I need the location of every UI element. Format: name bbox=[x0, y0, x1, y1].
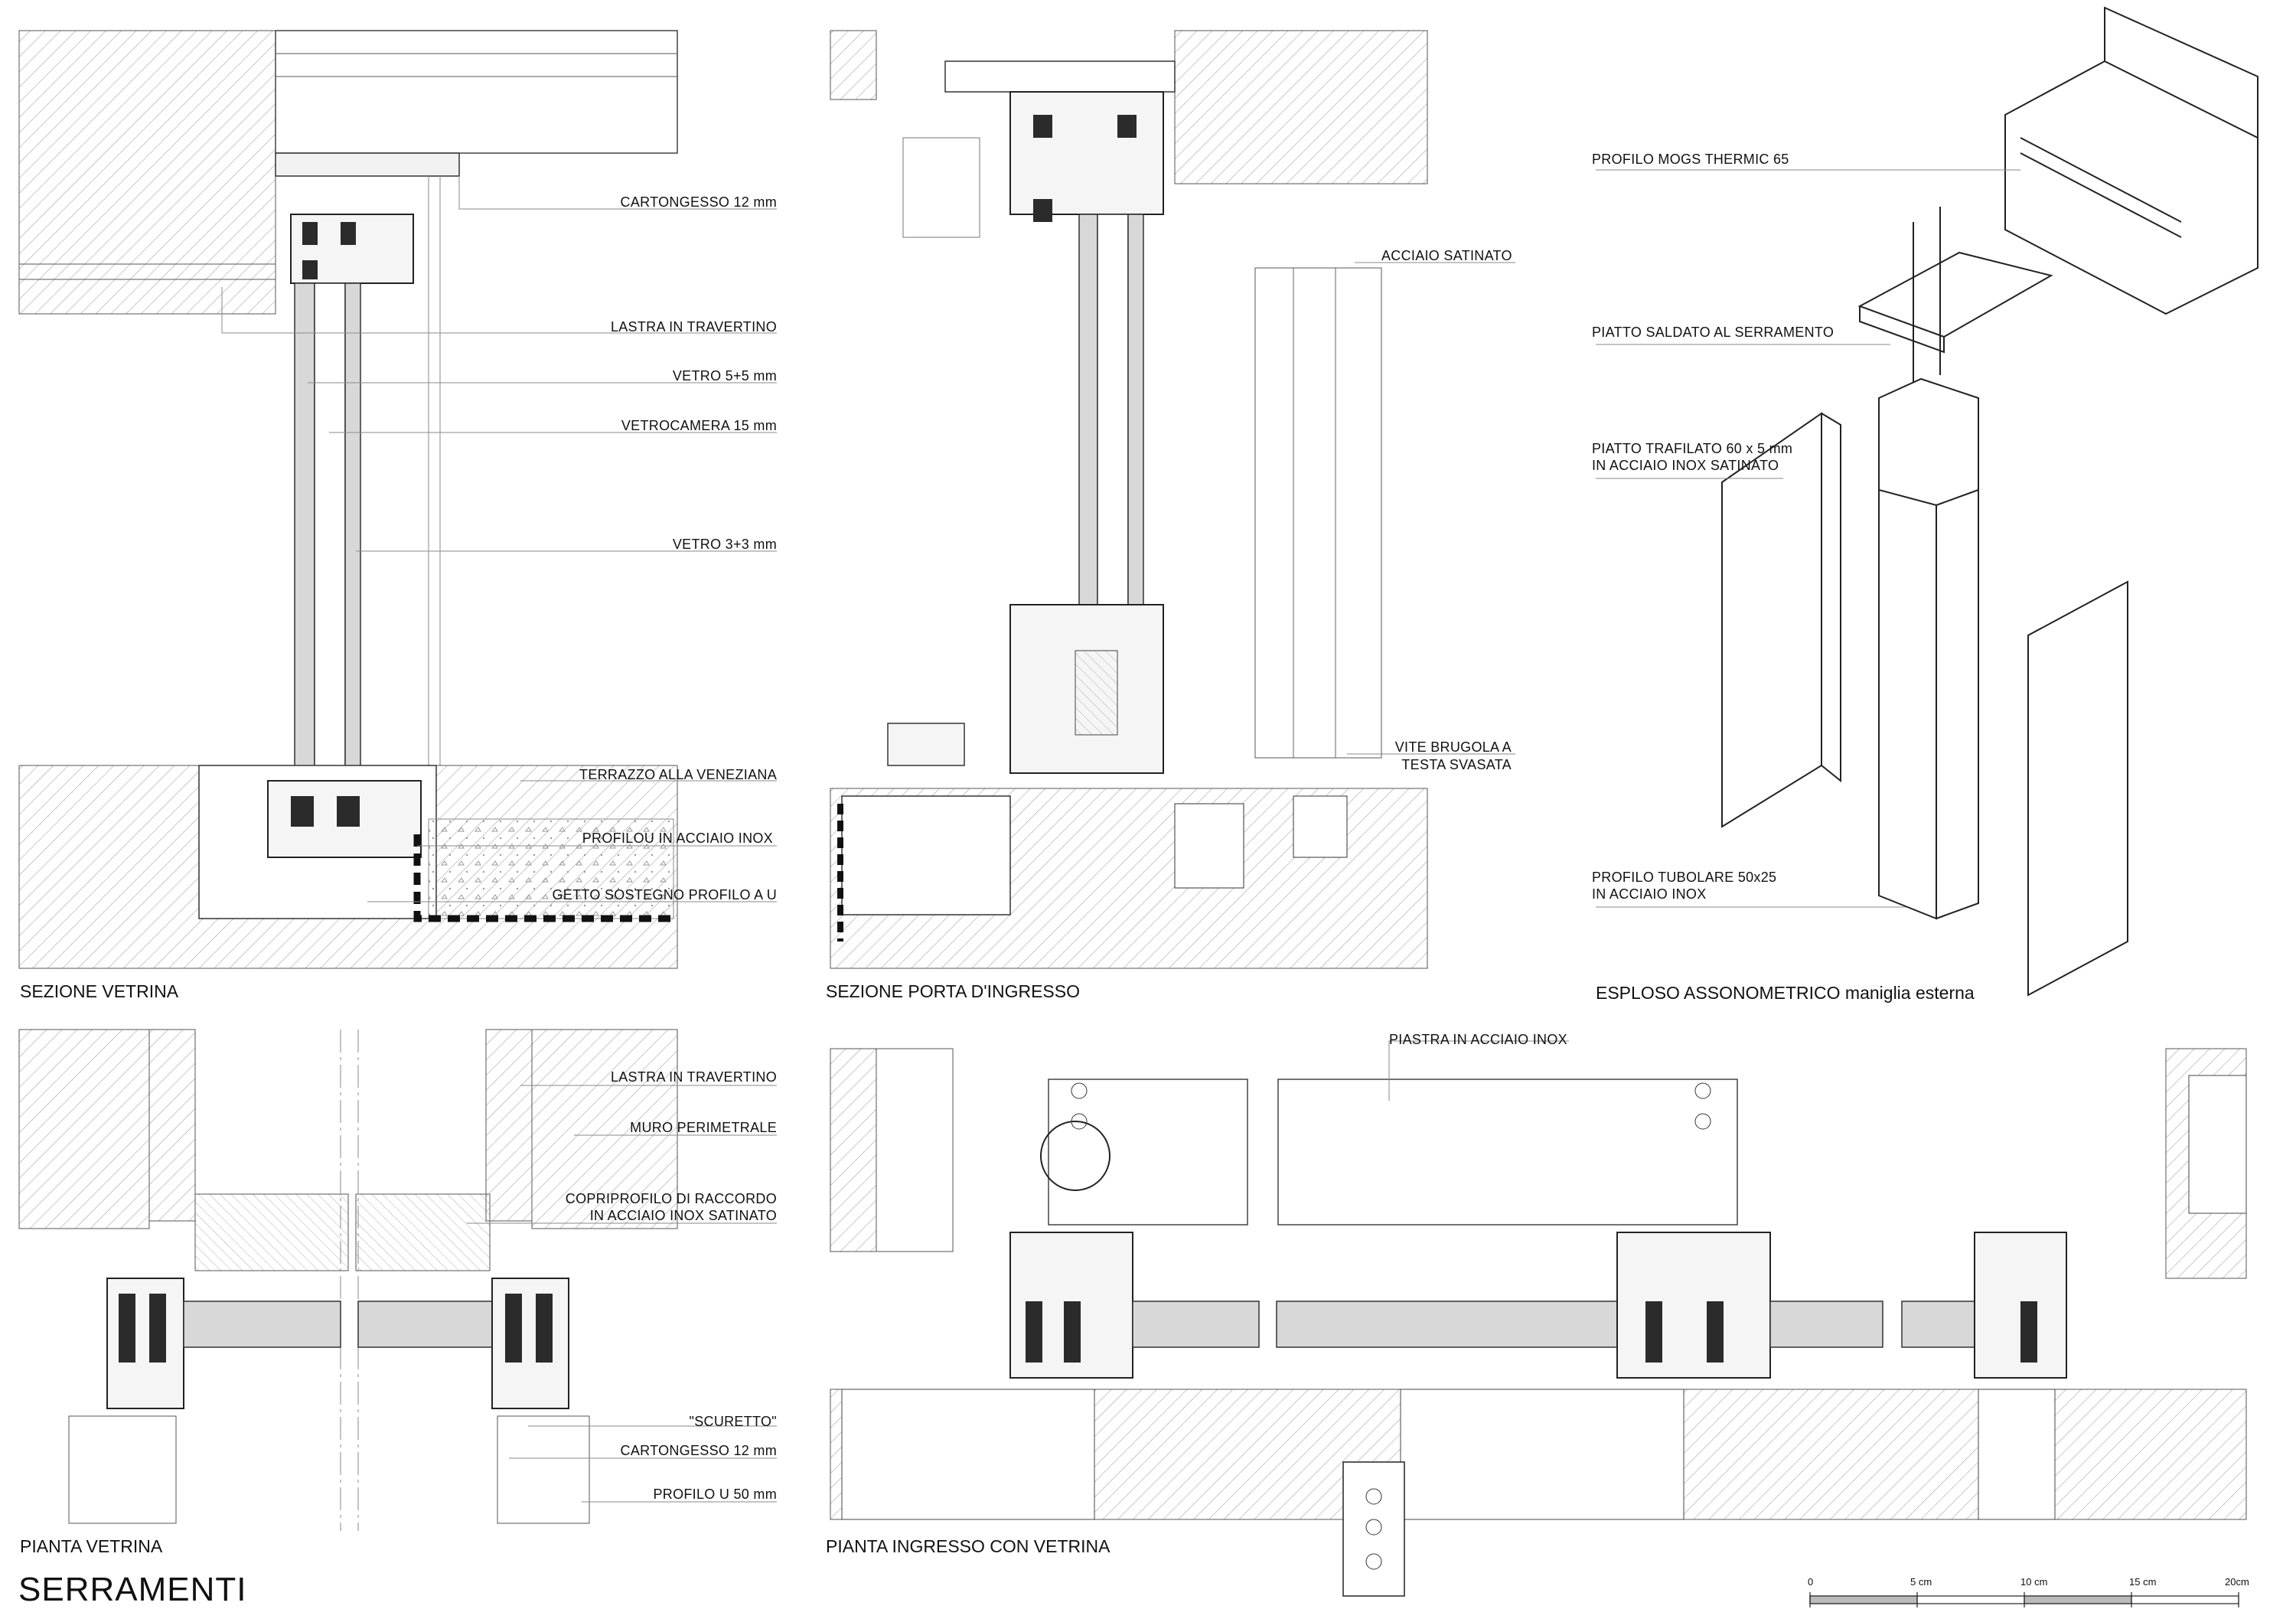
label-profilo-tubolare-2: IN ACCIAIO INOX bbox=[1592, 886, 1707, 902]
label-pv-cartongesso: CARTONGESSO 12 mm bbox=[620, 1443, 777, 1458]
label-vetro-3-3: VETRO 3+3 mm bbox=[672, 537, 777, 552]
label-piastra-inox: PIASTRA IN ACCIAIO INOX bbox=[1389, 1032, 1567, 1047]
label-terrazzo-veneziana: TERRAZZO ALLA VENEZIANA bbox=[579, 767, 777, 782]
scale-tick-10: 10 cm bbox=[2020, 1576, 2048, 1588]
scale-tick-5: 5 cm bbox=[1910, 1576, 1932, 1588]
title-sezione-porta: SEZIONE PORTA D'INGRESSO bbox=[826, 981, 1080, 1001]
label-vetro-5-5: VETRO 5+5 mm bbox=[672, 368, 777, 383]
label-profilo-u-inox: PROFILOU IN ACCIAIO INOX bbox=[582, 831, 773, 846]
title-pianta-vetrina: PIANTA VETRINA bbox=[20, 1536, 163, 1556]
label-vite-brugola-1: VITE BRUGOLA A bbox=[1394, 739, 1512, 755]
label-profilo-u-50: PROFILO U 50 mm bbox=[653, 1487, 777, 1502]
label-vite-brugola-2: TESTA SVASATA bbox=[1401, 757, 1512, 772]
section-vetrina-drawing bbox=[18, 30, 678, 969]
label-muro-perimetrale: MURO PERIMETRALE bbox=[630, 1120, 777, 1135]
title-pianta-ingresso: PIANTA INGRESSO CON VETRINA bbox=[826, 1536, 1110, 1556]
scale-bar bbox=[1809, 1592, 2239, 1607]
label-pv-lastra-travertino: LASTRA IN TRAVERTINO bbox=[610, 1069, 777, 1085]
scale-tick-20: 20cm bbox=[2225, 1576, 2249, 1588]
sheet-title: SERRAMENTI bbox=[18, 1571, 247, 1608]
section-porta-drawing bbox=[830, 30, 1428, 969]
label-lastra-travertino: LASTRA IN TRAVERTINO bbox=[610, 319, 777, 335]
label-copriprofilo-2: IN ACCIAIO INOX SATINATO bbox=[589, 1208, 777, 1223]
exploded-axonometric-drawing bbox=[1721, 6, 2258, 997]
scale-tick-15: 15 cm bbox=[2129, 1576, 2157, 1588]
label-getto-sostegno: GETTO SOSTEGNO PROFILO A U bbox=[552, 887, 777, 902]
label-acciaio-satinato: ACCIAIO SATINATO bbox=[1381, 248, 1512, 263]
title-esploso-main: ESPLOSO ASSONOMETRICO bbox=[1596, 983, 1841, 1003]
label-profilo-mogs: PROFILO MOGS THERMIC 65 bbox=[1592, 152, 1789, 167]
label-cartongesso-12mm: CARTONGESSO 12 mm bbox=[620, 194, 777, 210]
label-scuretto: "SCURETTO" bbox=[689, 1414, 777, 1429]
plan-ingresso-drawing bbox=[830, 1048, 2247, 1597]
title-sezione-vetrina: SEZIONE VETRINA bbox=[20, 981, 179, 1001]
label-vetrocamera: VETROCAMERA 15 mm bbox=[621, 418, 777, 433]
label-piatto-saldato: PIATTO SALDATO AL SERRAMENTO bbox=[1592, 325, 1835, 340]
plan-vetrina-drawing bbox=[18, 1029, 678, 1531]
title-esploso-suffix: maniglia esterna bbox=[1844, 983, 1975, 1003]
scale-tick-0: 0 bbox=[1808, 1576, 1814, 1588]
leader-lines bbox=[221, 169, 2020, 1503]
label-copriprofilo-1: COPRIPROFILO DI RACCORDO bbox=[565, 1191, 777, 1206]
title-esploso: ESPLOSO ASSONOMETRICO maniglia esterna bbox=[1596, 983, 1975, 1004]
label-piatto-trafilato-1: PIATTO TRAFILATO 60 x 5 mm bbox=[1592, 441, 1793, 456]
label-piatto-trafilato-2: IN ACCIAIO INOX SATINATO bbox=[1592, 458, 1779, 473]
label-profilo-tubolare-1: PROFILO TUBOLARE 50x25 bbox=[1592, 870, 1777, 885]
